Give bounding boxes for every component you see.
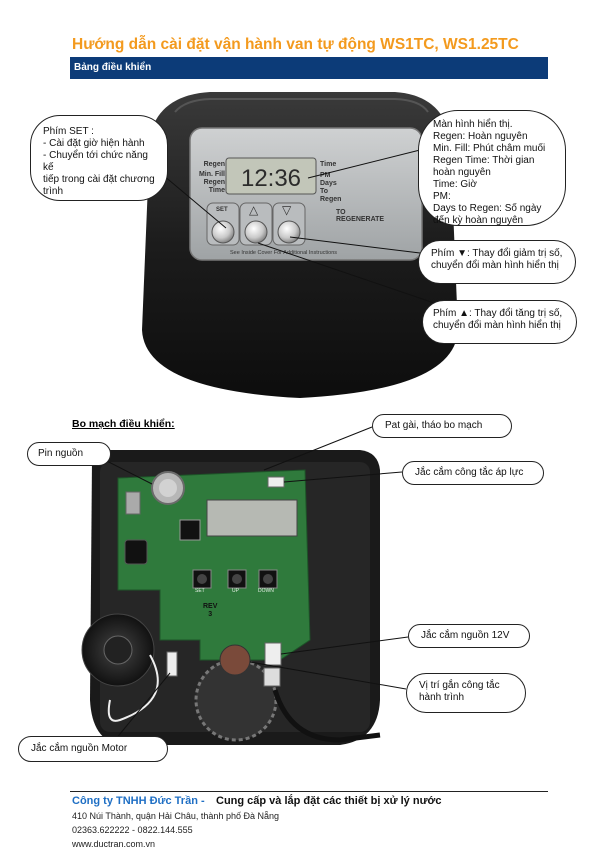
footer-tagline: Cung cấp và lắp đặt các thiết bị xử lý n… bbox=[216, 795, 442, 807]
footer-company: Công ty TNHH Đức Trần - bbox=[72, 795, 205, 807]
section-header-control-panel: Bảng điều khiển bbox=[70, 57, 548, 79]
board-lcd bbox=[206, 499, 298, 537]
lcd-right-labels: Time PM Days To Regen bbox=[320, 161, 342, 203]
pressure-connector bbox=[267, 476, 285, 488]
panel-instructions: See Inside Cover For Additional Instruct… bbox=[230, 250, 338, 256]
rev-label: REV 3 bbox=[203, 603, 218, 618]
board-up-label: UP bbox=[232, 588, 239, 594]
power-12v-connector bbox=[264, 642, 282, 666]
section-header-board: Bo mạch điều khiển: bbox=[72, 418, 175, 430]
callout-pressure-jack: Jắc cắm công tắc áp lực bbox=[402, 461, 544, 485]
lcd-left-labels: Regen Min. Fill Regen Time bbox=[198, 161, 225, 194]
callout-down-key: Phím ▼: Thay đổi giảm trị số, chuyển đổi… bbox=[418, 240, 576, 284]
lcd-time: 12:36 bbox=[241, 165, 301, 192]
callout-display: Màn hình hiển thị. Regen: Hoàn nguyên Mi… bbox=[418, 110, 566, 226]
up-arrow-icon: △ bbox=[249, 203, 259, 217]
callout-battery: Pin nguồn bbox=[27, 442, 111, 466]
page-title: Hướng dẫn cài đặt vận hành van tự động W… bbox=[72, 36, 519, 53]
callout-up-key: Phím ▲: Thay đổi tăng trị số, chuyển đổi… bbox=[422, 300, 577, 344]
board-down-label: DOWN bbox=[258, 588, 274, 594]
callout-set-key: Phím SET : - Cài đặt giờ hiện hành - Chu… bbox=[30, 115, 168, 201]
callout-limit-switch: Vị trí gắn công tắc hành trình bbox=[406, 673, 526, 713]
footer-divider bbox=[70, 791, 548, 792]
footer-website[interactable]: www.ductran.com.vn bbox=[72, 839, 156, 849]
callout-motor-jack: Jắc cắm nguồn Motor bbox=[18, 736, 168, 762]
panel-down-button bbox=[272, 202, 306, 246]
footer-phone: 02363.622222 - 0822.144.555 bbox=[72, 825, 193, 835]
board-set-label: SET bbox=[195, 588, 205, 594]
callout-latch: Pat gài, tháo bo mạch bbox=[372, 414, 512, 438]
panel-set-button bbox=[206, 202, 240, 246]
panel-up-button bbox=[239, 202, 273, 246]
chip bbox=[179, 519, 201, 541]
down-arrow-icon: ▽ bbox=[282, 203, 292, 217]
footer-address: 410 Núi Thành, quận Hải Châu, thành phố … bbox=[72, 811, 279, 821]
to-regenerate-label: TO REGENERATE bbox=[336, 209, 385, 223]
limit-switch-cam bbox=[219, 644, 251, 676]
panel-set-label: SET bbox=[216, 207, 228, 213]
panel-buttons bbox=[206, 202, 306, 246]
callout-12v-jack: Jắc cắm nguồn 12V bbox=[408, 624, 530, 648]
motor-connector bbox=[166, 651, 178, 677]
